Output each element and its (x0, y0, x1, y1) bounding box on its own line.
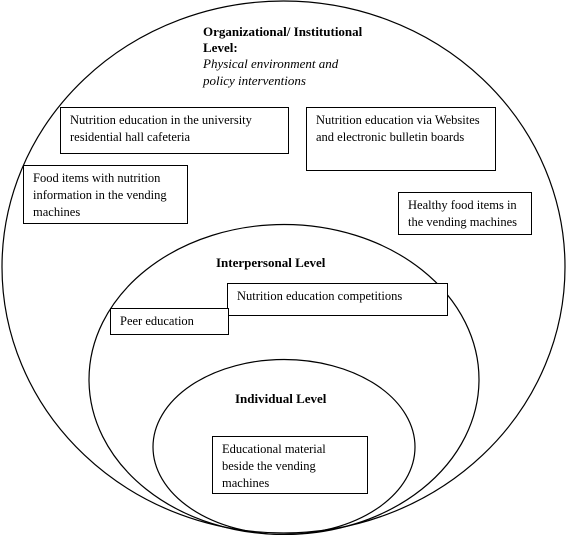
vending-nutrition-info-box: Food items with nutrition information in… (23, 165, 188, 224)
healthy-vending-text: Healthy food items in the vending machin… (408, 198, 517, 229)
websites-education-box: Nutrition education via Websites and ele… (306, 107, 496, 171)
websites-education-text: Nutrition education via Websites and ele… (316, 113, 480, 144)
peer-education-box: Peer education (110, 308, 229, 335)
healthy-vending-box: Healthy food items in the vending machin… (398, 192, 532, 235)
cafeteria-education-text: Nutrition education in the university re… (70, 113, 252, 144)
organizational-level-subtitle: Physical environment and policy interven… (203, 56, 339, 88)
organizational-level-title: Organizational/ Institutional Level: (203, 24, 363, 55)
vending-nutrition-info-text: Food items with nutrition information in… (33, 171, 167, 219)
competitions-text: Nutrition education competitions (237, 289, 403, 303)
interpersonal-level-title: Interpersonal Level (216, 255, 326, 270)
educational-material-box: Educational material beside the vending … (212, 436, 368, 494)
educational-material-text: Educational material beside the vending … (222, 442, 326, 490)
competitions-box: Nutrition education competitions (227, 283, 448, 316)
peer-education-text: Peer education (120, 314, 194, 328)
individual-level-title: Individual Level (235, 391, 327, 406)
cafeteria-education-box: Nutrition education in the university re… (60, 107, 289, 154)
